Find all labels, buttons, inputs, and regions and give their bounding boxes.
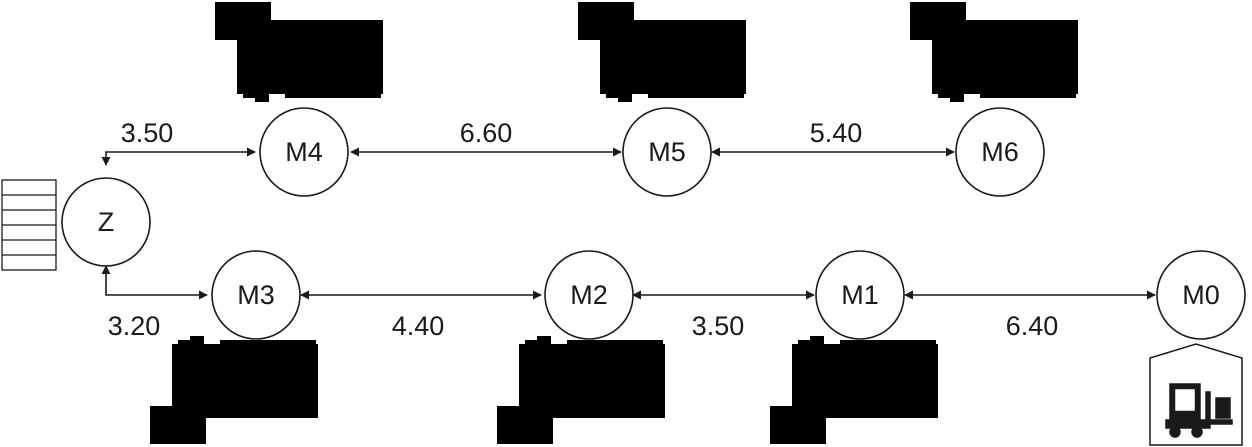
- edge-z-m4: [101, 147, 256, 166]
- edge-label-m2-m1: 3.50: [692, 311, 745, 341]
- node-label: M4: [285, 137, 323, 167]
- injection-molding-machine-icon-m4: [215, 2, 383, 102]
- node-m5: M5: [622, 107, 712, 197]
- node-z: Z: [61, 177, 151, 267]
- edge-z-m3: [101, 265, 208, 300]
- node-m6: M6: [955, 107, 1045, 197]
- node-label: M0: [1182, 280, 1220, 310]
- warehouse-forklift-icon: [1149, 343, 1243, 446]
- node-m1: M1: [815, 250, 905, 340]
- node-m2: M2: [544, 250, 634, 340]
- edge-label-m3-m2: 4.40: [392, 311, 445, 341]
- injection-molding-machine-icon-m6: [910, 2, 1078, 102]
- edge-label-m1-m0: 6.40: [1006, 311, 1059, 341]
- edge-label-z-m4: 3.50: [121, 118, 174, 148]
- injection-molding-machine-icon-m1: [770, 336, 938, 444]
- node-m3: M3: [211, 250, 301, 340]
- edge-label-z-m3: 3.20: [108, 311, 161, 341]
- storage-rack-icon: [1, 179, 57, 271]
- injection-molding-machine-icon-m2: [497, 336, 665, 444]
- edge-label-m4-m5: 6.60: [460, 118, 513, 148]
- node-label: M3: [237, 280, 275, 310]
- node-label: M6: [981, 137, 1019, 167]
- injection-molding-machine-icon-m5: [578, 2, 746, 102]
- node-label: M2: [570, 280, 608, 310]
- node-label: Z: [98, 207, 115, 237]
- edge-label-m5-m6: 5.40: [810, 118, 863, 148]
- node-m4: M4: [259, 107, 349, 197]
- node-m0: M0: [1156, 250, 1246, 340]
- injection-molding-machine-icon-m3: [150, 336, 318, 444]
- edges: [101, 147, 1156, 300]
- node-label: M5: [648, 137, 686, 167]
- node-label: M1: [841, 280, 879, 310]
